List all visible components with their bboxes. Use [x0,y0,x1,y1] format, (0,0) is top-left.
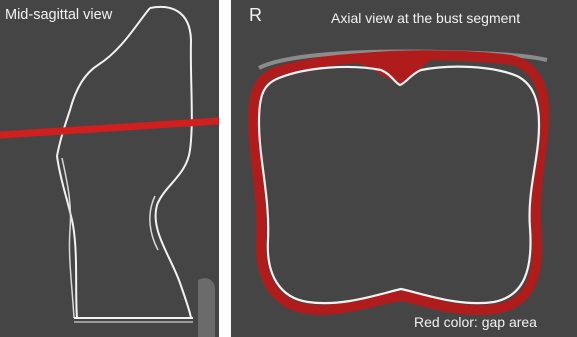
orientation-label: R [249,6,262,24]
back-contour [150,7,192,318]
mid-sagittal-panel: Mid-sagittal view [0,0,219,337]
inner-body-outline [259,67,539,303]
axial-cross-section-drawing [231,0,577,337]
right-panel-title: Axial view at the bust segment [331,11,520,25]
left-panel-title: Mid-sagittal view [5,8,112,23]
support-fixture [198,278,215,337]
sagittal-body-outline-drawing [0,0,219,337]
front-contour-inner [62,158,74,318]
axial-panel: R Axial view at the bust segment Red col… [231,0,577,337]
gap-band [253,55,544,310]
bust-section-line [0,121,219,135]
legend-text: Red color: gap area [414,315,537,329]
